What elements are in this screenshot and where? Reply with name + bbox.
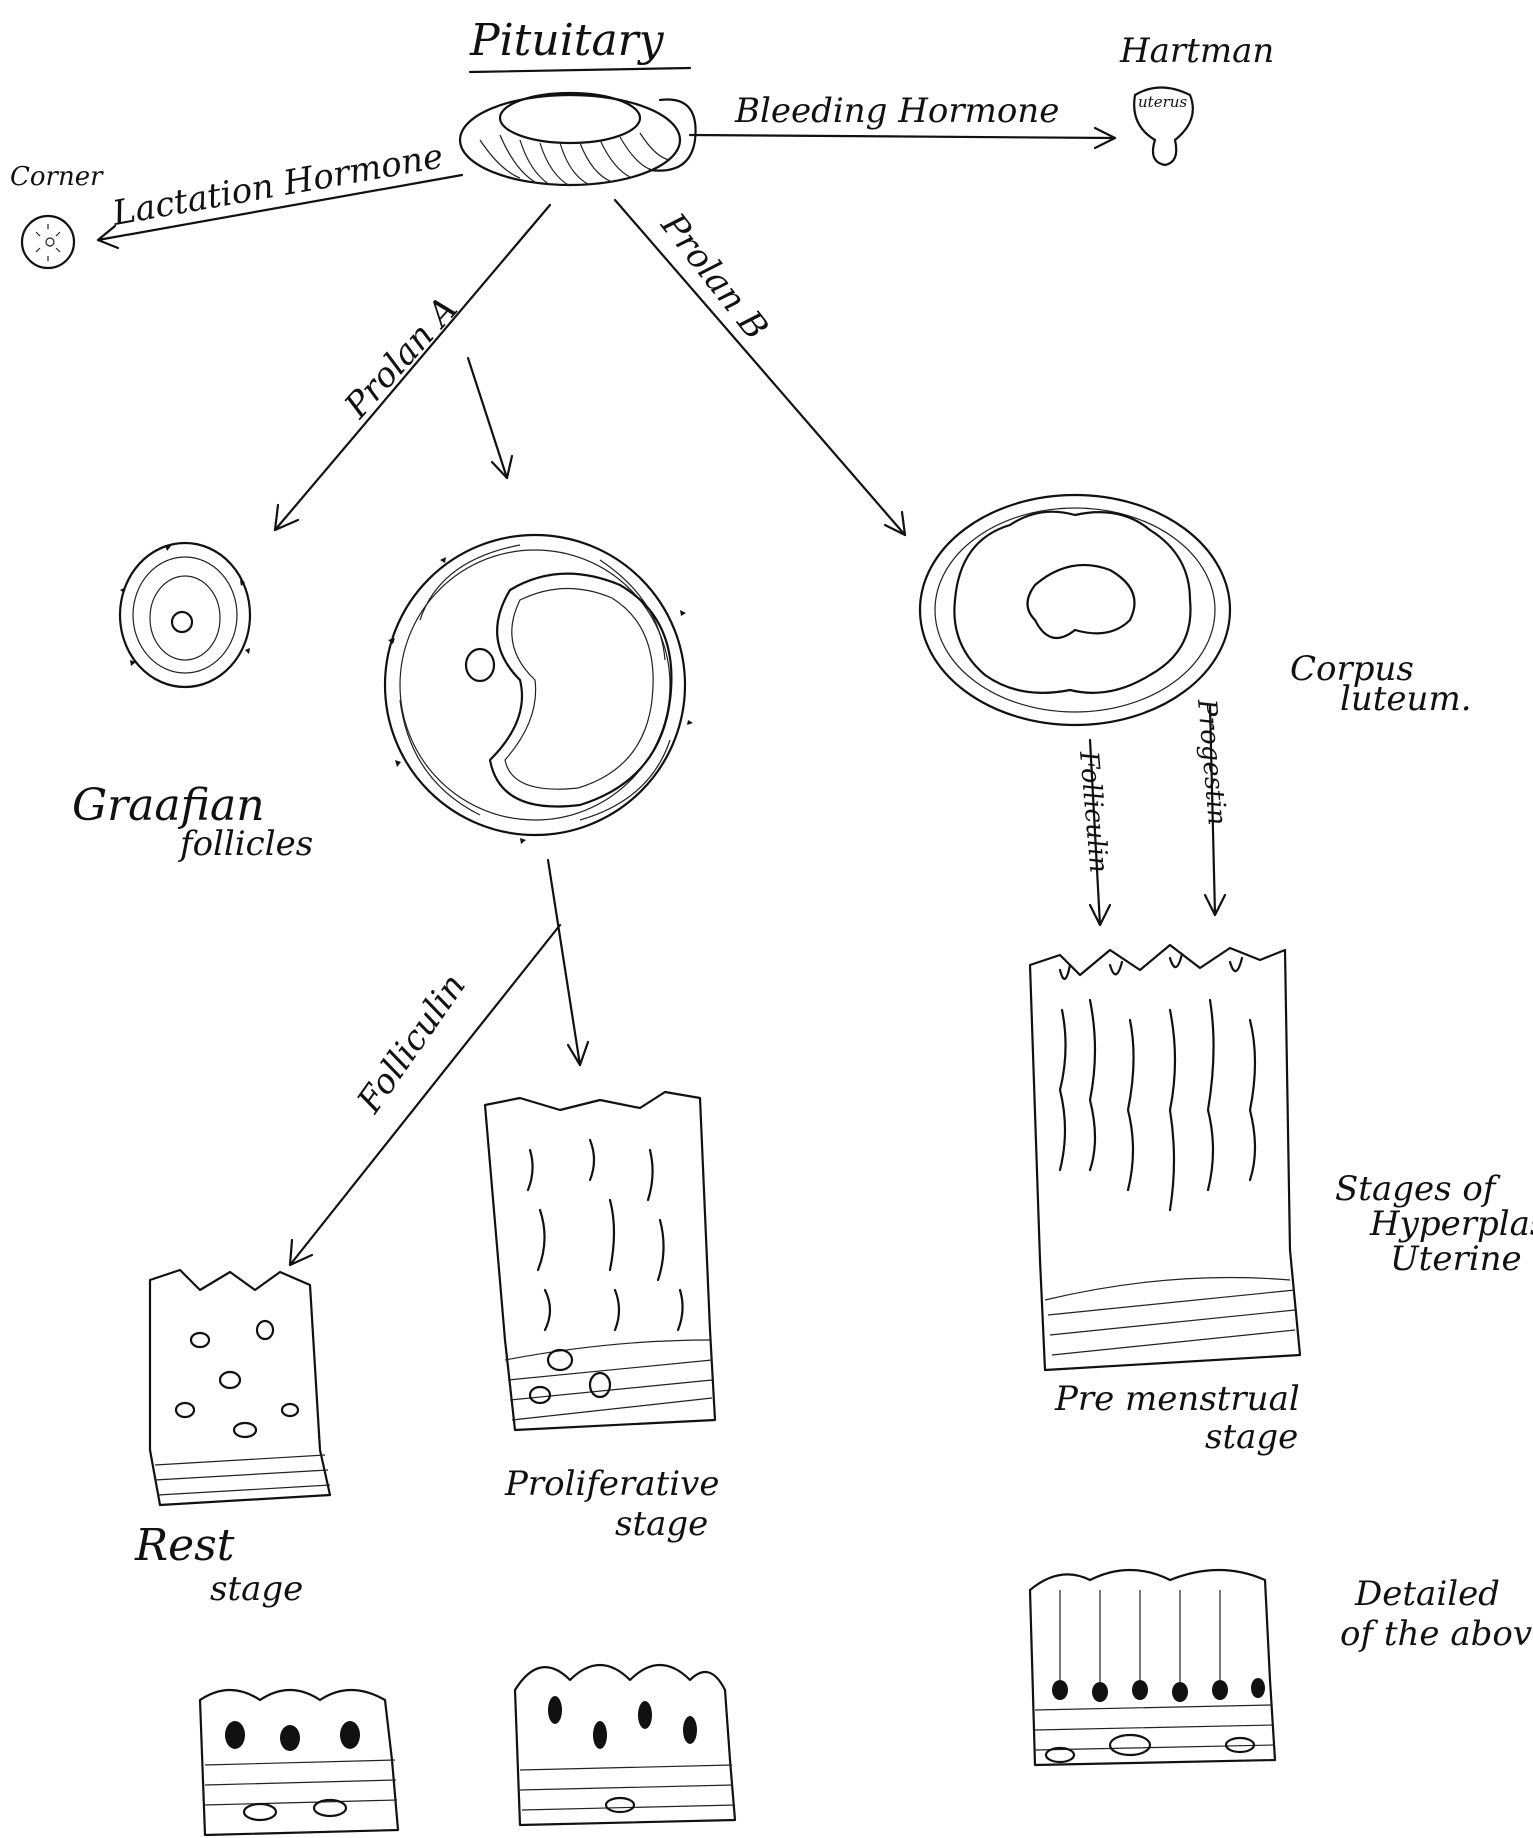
stages-label-2: Hyperplasia <box>1369 1204 1533 1244</box>
folliculin-arrow-down <box>548 860 580 1065</box>
graafian-label-2: follicles <box>177 824 313 864</box>
premenstrual-label-2: stage <box>1205 1417 1298 1457</box>
proliferative-tissue <box>485 1092 715 1430</box>
detailed-view-proliferative <box>515 1665 735 1825</box>
progestin-label: Progestin <box>1191 697 1232 827</box>
prolan-a-label: Prolan A <box>336 289 465 427</box>
detailed-label-1: Detailed <box>1354 1574 1500 1614</box>
pituitary-title: Pituitary <box>469 15 665 66</box>
detailed-label-2: of the above <box>1340 1614 1533 1654</box>
small-follicle <box>120 543 250 687</box>
folliculin-right-label: Folliculin <box>1073 749 1114 874</box>
proliferative-label-2: stage <box>615 1504 708 1544</box>
prolan-b-arrow <box>615 200 905 535</box>
prolan-a-arrow-right <box>468 358 507 478</box>
pituitary-underline <box>470 68 690 72</box>
large-follicle <box>385 535 693 844</box>
rest-tissue <box>150 1270 330 1505</box>
premenstrual-tissue <box>1030 945 1300 1370</box>
uterus-label: uterus <box>1138 93 1187 111</box>
folliculin-left-label: Folliculin <box>349 967 474 1121</box>
corner-cell-icon <box>22 216 74 268</box>
stages-label-3: Uterine <box>1390 1239 1522 1279</box>
premenstrual-label-1: Pre menstrual <box>1054 1379 1300 1419</box>
prolan-b-label: Prolan B <box>652 205 776 347</box>
rest-label-1: Rest <box>134 1520 235 1571</box>
stages-label-1: Stages of <box>1335 1169 1501 1209</box>
detailed-view-premenstrual <box>1030 1570 1275 1765</box>
proliferative-label-1: Proliferative <box>504 1464 719 1504</box>
hartman-label: Hartman <box>1119 31 1274 71</box>
detailed-view-rest <box>200 1690 398 1835</box>
lactation-hormone-label: Lactation Hormone <box>109 136 446 234</box>
corpus-luteum <box>920 495 1230 725</box>
corner-label: Corner <box>10 162 104 192</box>
pituitary-gland <box>460 93 696 186</box>
uterus-icon: uterus <box>1134 88 1193 166</box>
corpus-label-2: luteum. <box>1340 679 1472 719</box>
bleeding-hormone-label: Bleeding Hormone <box>734 91 1059 131</box>
rest-label-2: stage <box>210 1569 303 1609</box>
bleeding-hormone-arrow <box>690 135 1115 138</box>
folliculin-arrow-left <box>290 925 560 1265</box>
